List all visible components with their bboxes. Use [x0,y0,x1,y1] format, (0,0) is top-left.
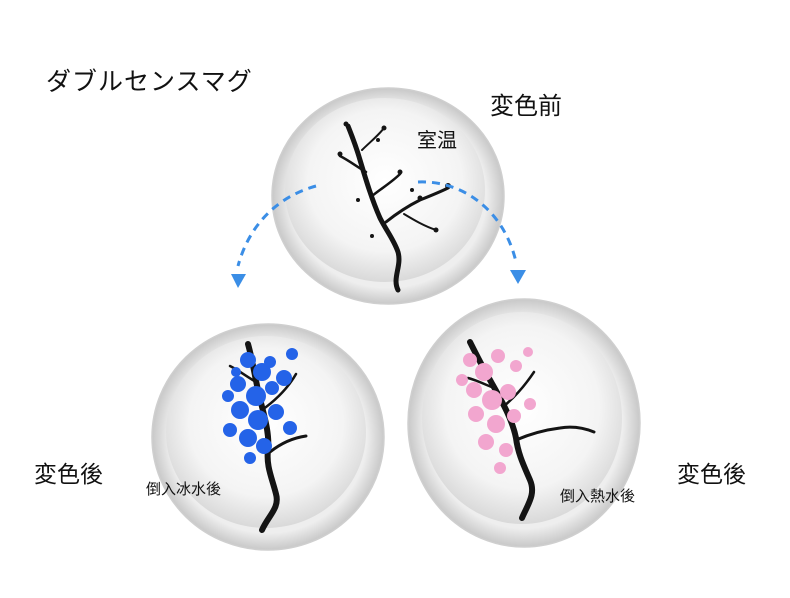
after-change-right-label: 変色後 [677,462,746,488]
after-change-left-label: 変色後 [34,462,103,488]
before-change-label: 変色前 [490,92,562,120]
plate-room-temp [271,87,505,305]
blossoms-cold [222,348,298,464]
plate-hot [407,298,641,548]
dashed-arrow-left-icon [231,184,317,288]
plate-cold [151,323,385,551]
blossoms-hot [456,347,536,474]
product-title: ダブルセンスマグ [46,67,253,96]
pour-hot-label: 倒入熱水後 [560,487,636,505]
dashed-arrow-right-icon [417,180,526,284]
room-temp-label: 室温 [417,128,457,152]
pour-cold-label: 倒入冰水後 [146,480,222,498]
